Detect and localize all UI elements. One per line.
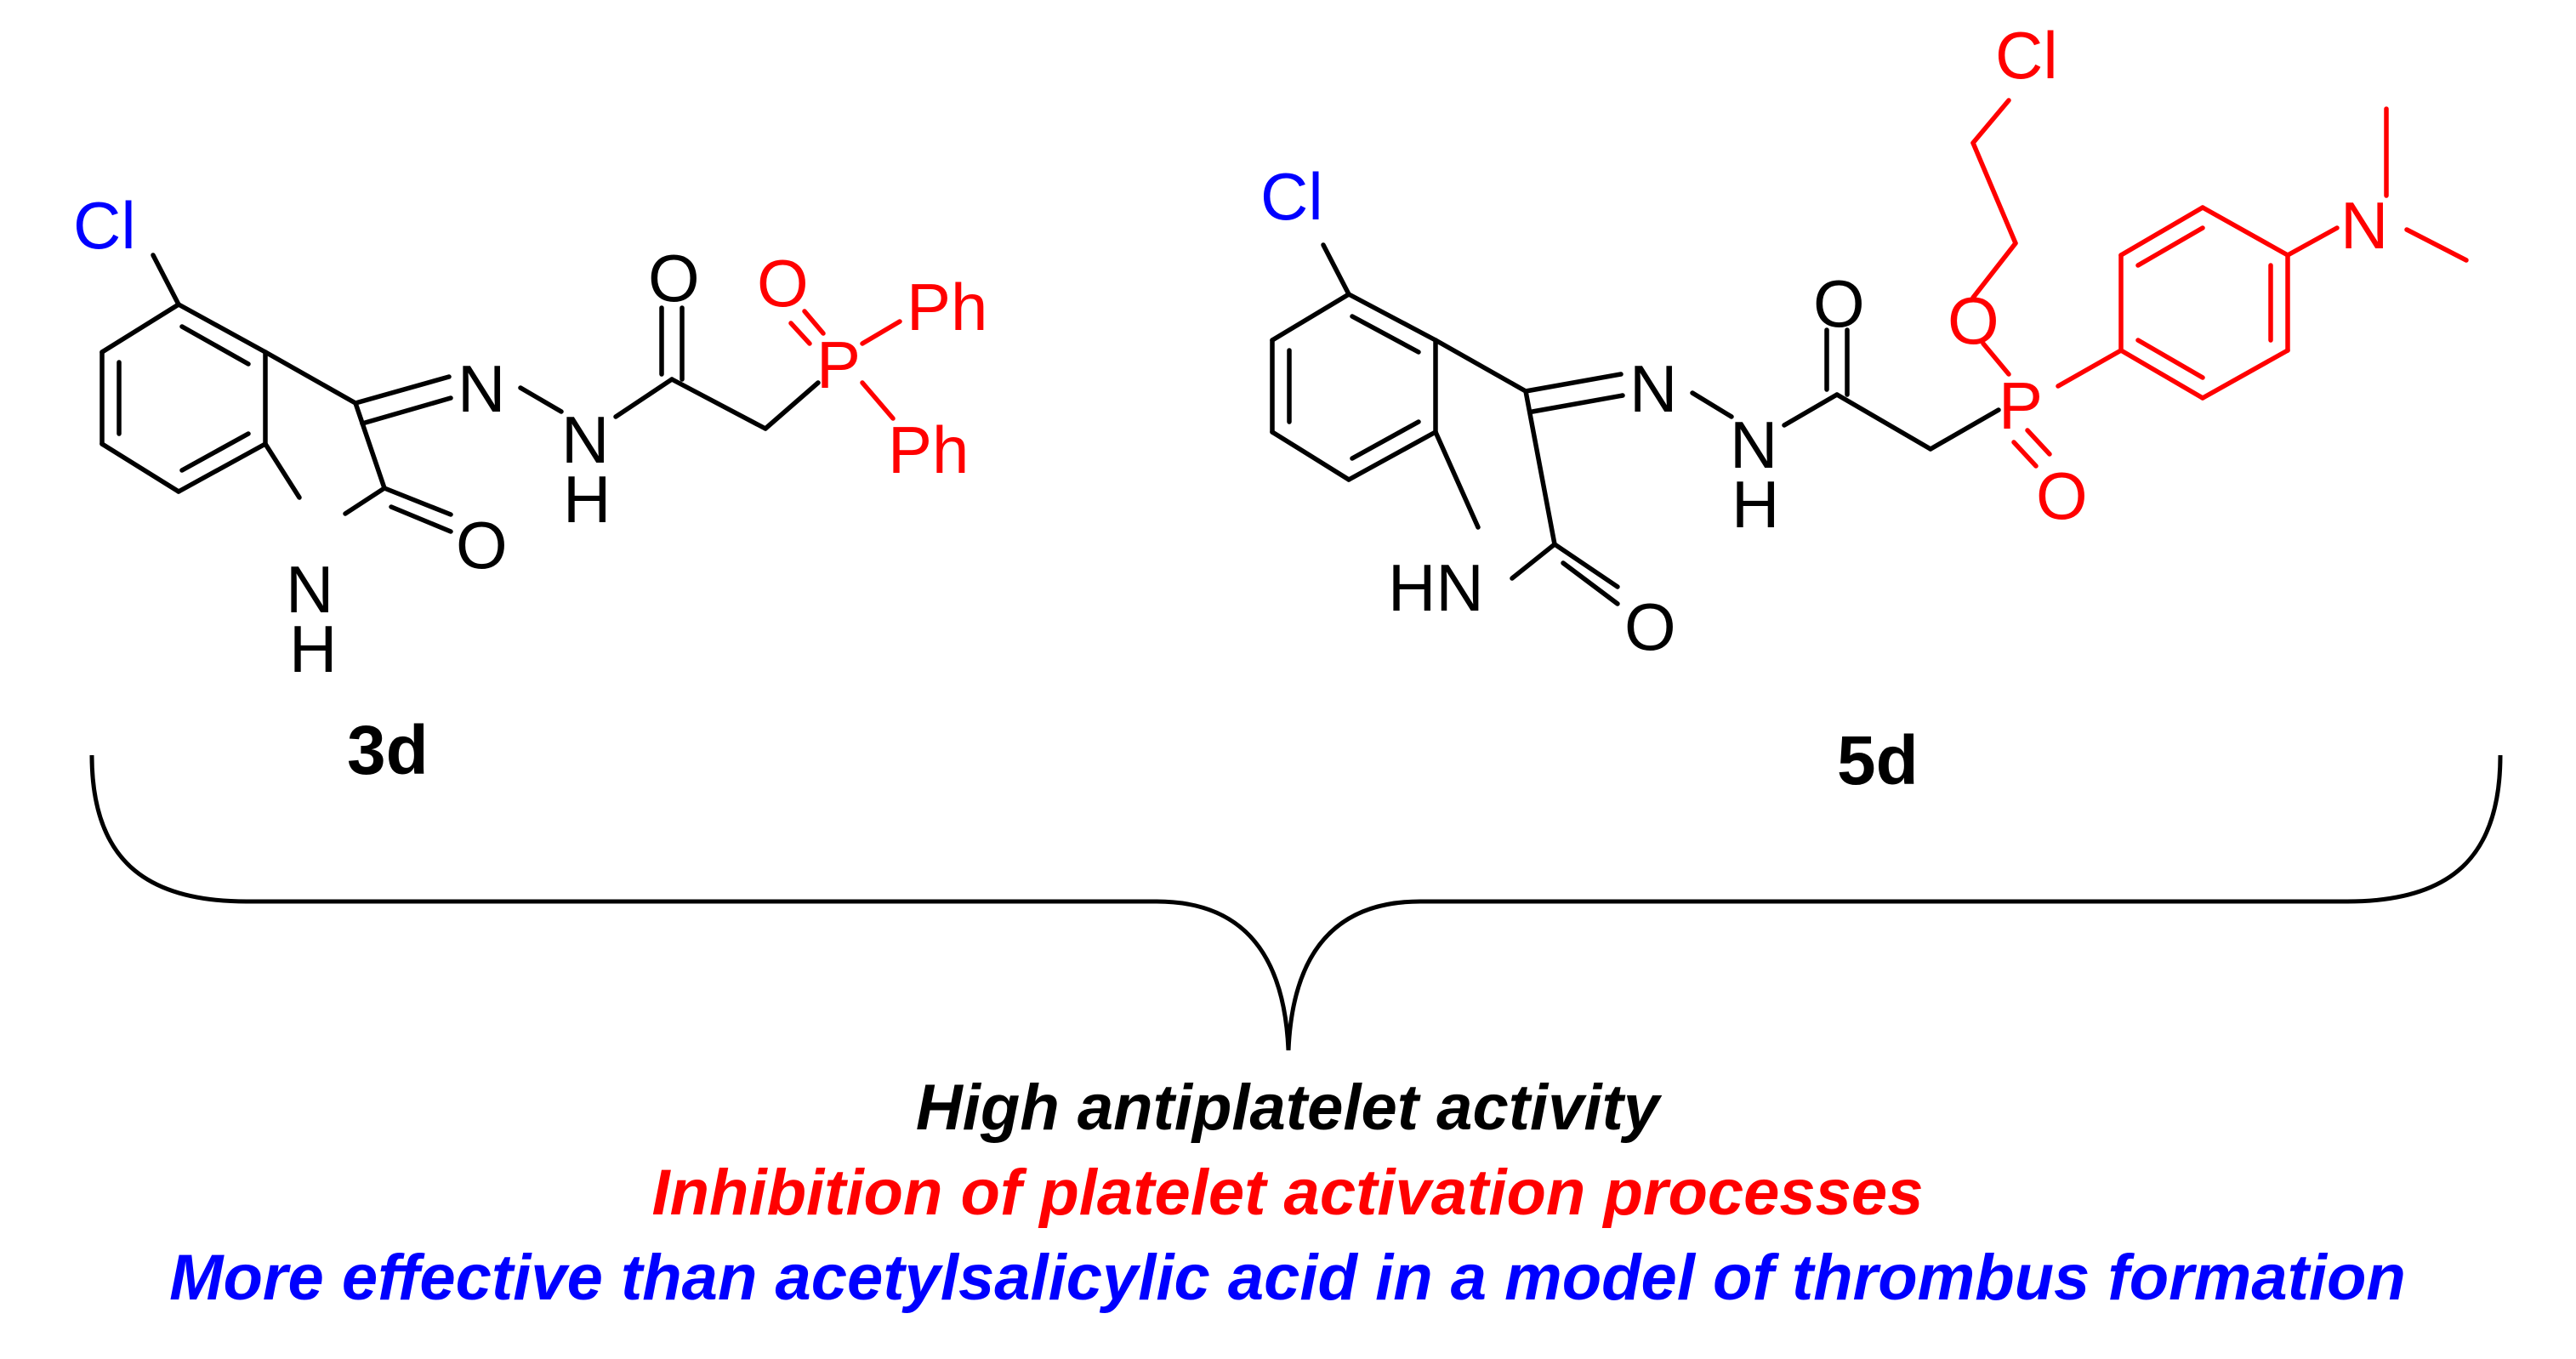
hydrazide-hydrogen: H — [563, 462, 611, 537]
phenyl-group: Ph — [907, 270, 987, 344]
dimethylamino-nitrogen: N — [2340, 188, 2388, 263]
bond — [1523, 372, 1624, 394]
bond — [802, 309, 826, 336]
bond — [2011, 440, 2039, 469]
lactam-oxygen: O — [1624, 589, 1676, 664]
bond — [860, 319, 902, 346]
ring-nh-group: HN — [1388, 550, 1484, 625]
bond — [1970, 140, 2018, 246]
bond — [518, 385, 564, 414]
caption-thrombus-comparison: More effective than acetylsalicylic acid… — [169, 1242, 2406, 1314]
bond — [1270, 429, 1351, 482]
bond — [860, 380, 896, 421]
imine-nitrogen: N — [458, 351, 505, 426]
bond — [2118, 348, 2205, 401]
bond — [2200, 205, 2290, 258]
phosphoryl-oxygen: O — [757, 246, 809, 321]
compound-label-3d: 3d — [347, 712, 429, 789]
bond — [1561, 560, 1620, 606]
bond — [1346, 429, 1438, 482]
bond — [1834, 392, 1933, 452]
bond — [100, 441, 181, 494]
bond — [389, 504, 453, 534]
hydrazide-nitrogen: N — [1730, 407, 1777, 482]
bond — [1433, 429, 1481, 530]
bond — [1970, 98, 2011, 145]
bond — [1690, 390, 1734, 419]
bond — [1523, 389, 1557, 547]
bond — [1981, 341, 2011, 377]
bond — [176, 441, 268, 494]
bond — [2200, 348, 2290, 401]
compound-label-5d: 5d — [1837, 722, 1919, 799]
caption-inhibition-activation: Inhibition of platelet activation proces… — [652, 1157, 1924, 1229]
bond — [1928, 407, 2001, 452]
bond — [2135, 338, 2205, 380]
bond — [2285, 225, 2340, 258]
ring-nitrogen: N — [286, 552, 333, 627]
bond — [2118, 205, 2205, 258]
amide-oxygen: O — [1813, 266, 1865, 341]
chlorine-atom: Cl — [73, 188, 136, 263]
bond — [179, 431, 251, 473]
bond — [176, 302, 268, 355]
bond — [1321, 242, 1351, 297]
bond — [1510, 542, 1557, 581]
phosphorus-atom: P — [1999, 368, 2043, 443]
bond — [263, 350, 358, 406]
bond — [2135, 225, 2205, 268]
phosphoryl-oxygen: O — [2036, 458, 2088, 533]
bond — [1433, 338, 1528, 394]
bond — [263, 441, 302, 500]
bond — [382, 486, 453, 517]
amide-oxygen: O — [648, 241, 700, 316]
bond — [1270, 292, 1351, 343]
chlorine-atom: Cl — [1260, 159, 1323, 234]
bond — [353, 374, 452, 406]
ring-nitrogen-hydrogen: H — [289, 611, 337, 686]
chloroethyl-chlorine: Cl — [1995, 18, 2058, 93]
grouping-brace — [89, 754, 2503, 1051]
bond — [613, 377, 674, 419]
compound-3d-structure: Cl N H O N N H O O P Ph Ph — [73, 188, 987, 686]
bond — [1782, 392, 1840, 428]
bond — [1350, 419, 1421, 461]
compound-5d-structure: Cl HN O N N H O O Cl P O N — [1260, 18, 2469, 664]
bond — [1346, 292, 1438, 343]
phosphorus-atom: P — [816, 327, 861, 402]
bond — [1530, 393, 1625, 414]
bond — [1552, 542, 1620, 589]
bond — [151, 253, 181, 307]
bond — [763, 380, 821, 431]
bond — [2404, 227, 2469, 263]
bond — [669, 377, 768, 431]
hydrazide-nitrogen: N — [561, 402, 609, 477]
imine-nitrogen: N — [1629, 351, 1677, 426]
phenyl-group: Ph — [888, 412, 969, 487]
ester-oxygen: O — [1948, 283, 1999, 358]
hydrazide-hydrogen: H — [1732, 467, 1779, 542]
bond — [353, 401, 387, 491]
bond — [343, 486, 387, 516]
lactam-oxygen: O — [456, 508, 508, 583]
bond — [1970, 241, 2018, 300]
bond — [2025, 428, 2052, 457]
bond — [2056, 348, 2124, 389]
bond — [100, 302, 181, 355]
bond — [1350, 314, 1421, 355]
bond — [360, 395, 453, 426]
bond — [788, 321, 812, 346]
caption-antiplatelet-activity: High antiplatelet activity — [916, 1072, 1663, 1144]
bond — [179, 324, 251, 367]
